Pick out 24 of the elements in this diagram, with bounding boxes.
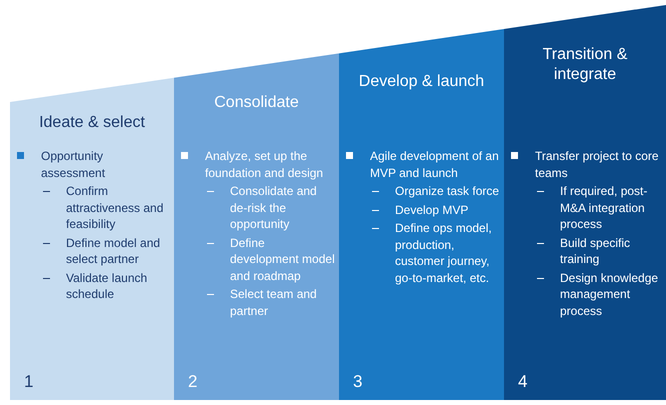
phase-heading: Develop & launch: [358, 72, 486, 92]
phase-number: 1: [24, 372, 34, 392]
bullet-item: Opportunity assessment: [17, 148, 170, 181]
sub-bullet-item: Select team and partner: [206, 286, 335, 319]
phase-number: 2: [188, 372, 198, 392]
sub-bullet-item: Consolidate and de-risk the opportunity: [206, 183, 335, 232]
sub-bullet-item: If required, post-M&A integration process: [536, 183, 662, 232]
sub-bullet-item: Define ops model, production, customer journey, go-to-market, etc.: [371, 220, 500, 286]
phase-heading: Consolidate: [213, 93, 300, 113]
sub-bullet-item: Define model and select partner: [42, 234, 170, 268]
phase-number: 4: [518, 372, 528, 392]
phase-heading: Ideate & select: [38, 113, 146, 133]
bullet-item: Transfer project to core teams: [511, 148, 662, 181]
phase-heading: Transition & integrate: [542, 45, 628, 85]
sub-bullet-item: Build specific training: [536, 234, 662, 268]
sub-bullet-item: Organize task force: [371, 183, 500, 200]
sub-bullet-item: Design knowledge management process: [536, 270, 662, 319]
sub-bullet-item: Develop MVP: [371, 202, 500, 218]
bullet-item: Analyze, set up the foundation and design: [181, 148, 335, 181]
bullet-item: Agile development of an MVP and launch: [346, 148, 500, 181]
sub-bullet-item: Confirm attractiveness and feasibility: [42, 183, 170, 232]
phase-number: 3: [353, 372, 362, 392]
sub-bullet-item: Validate launch schedule: [42, 270, 170, 302]
sub-bullet-item: Define development model and roadmap: [206, 234, 335, 284]
